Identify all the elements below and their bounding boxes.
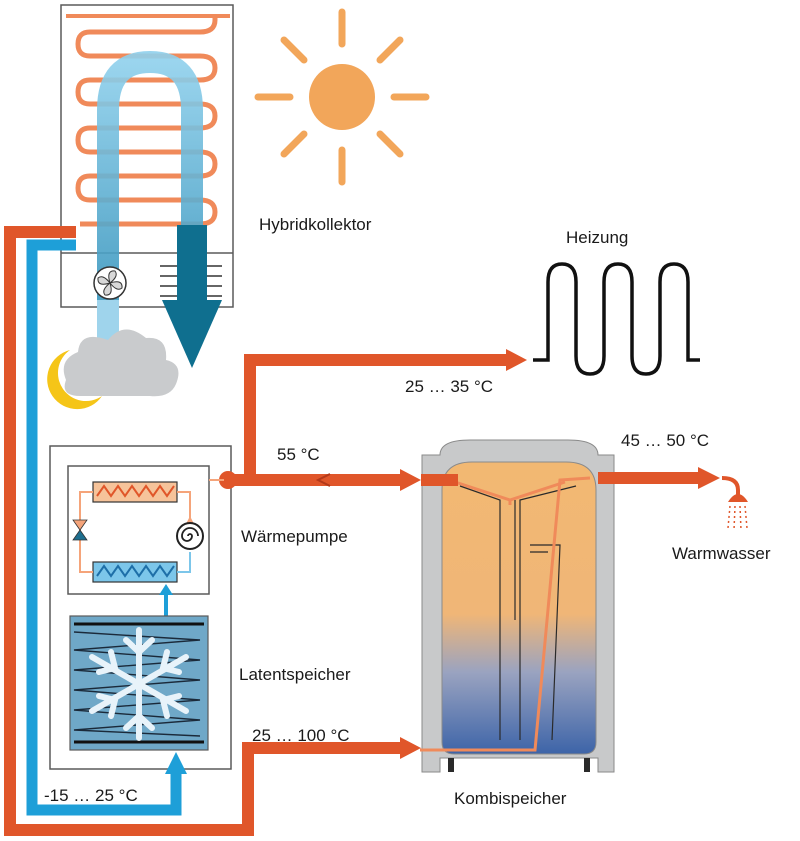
collector-storage-temperature-label: 25 … 100 °C: [252, 726, 350, 745]
hybrid-collector: [60, 4, 234, 330]
exhaust-air-arrow: [162, 225, 222, 368]
latent-temperature-label: -15 … 25 °C: [44, 786, 138, 805]
heating-radiator-icon: [533, 262, 700, 376]
heat-pump-label: Wärmepumpe: [241, 527, 348, 546]
expansion-valve-icon: [72, 519, 88, 541]
heat-pump-output-temperature-label: 55 °C: [277, 445, 320, 464]
sun-icon: [254, 8, 430, 186]
collector-supply-pipe: [4, 226, 402, 836]
collector-return-pipe: [26, 239, 182, 816]
heating-supply-pipe: [244, 354, 508, 478]
fan-icon: [93, 266, 127, 300]
hot-water-temperature-label: 45 … 50 °C: [621, 431, 709, 450]
shower-icon: [721, 476, 748, 531]
latent-storage: [69, 615, 209, 751]
snowflake-icon: [89, 627, 189, 741]
cloud-moon-icon: [47, 329, 179, 410]
hot-water-label: Warmwasser: [672, 544, 771, 563]
evaporator: [92, 561, 178, 583]
hybrid-collector-label: Hybridkollektor: [259, 215, 372, 234]
condenser: [92, 481, 178, 503]
combi-storage-label: Kombispeicher: [454, 789, 567, 808]
combi-storage-tank: [420, 439, 615, 773]
heating-temperature-label: 25 … 35 °C: [405, 377, 493, 396]
heating-label: Heizung: [566, 228, 628, 247]
collector-to-storage-arrow: [400, 737, 421, 759]
compressor-icon: [176, 522, 204, 550]
latent-storage-label: Latentspeicher: [239, 665, 351, 684]
